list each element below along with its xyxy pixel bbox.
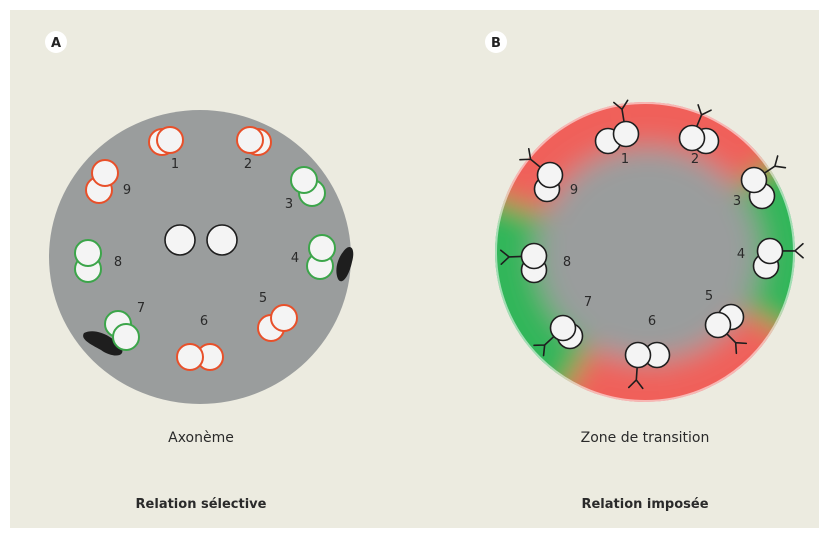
microtubule-doublet [74, 239, 102, 283]
doublet-number: 9 [123, 183, 131, 198]
y-link [725, 332, 748, 355]
doublet-number: 4 [291, 251, 299, 266]
tubule-a [740, 166, 768, 194]
doublet-number: 1 [171, 157, 179, 172]
panel-b-diagram: 1 2 3 4 5 6 7 8 9 B [485, 31, 804, 402]
doublet-number: 8 [563, 255, 571, 270]
doublet-number: 1 [621, 152, 629, 167]
microtubule-doublet [290, 166, 326, 207]
tubule-a [156, 126, 184, 154]
microtubule-doublet [752, 237, 804, 280]
doublet-number: 7 [137, 301, 145, 316]
microtubule-doublet [176, 343, 224, 371]
brush-mark [336, 247, 354, 282]
tubule-a [236, 126, 264, 154]
doublet-number: 3 [285, 197, 293, 212]
tubule-a [74, 239, 102, 267]
microtubule-doublet [704, 303, 748, 355]
y-link [763, 155, 787, 175]
microtubule-doublet [533, 314, 584, 357]
panel-letter: A [51, 36, 61, 51]
doublet-number: 5 [705, 289, 713, 304]
tubule-a [549, 314, 577, 342]
tubule-a [612, 120, 640, 148]
tubule-a [308, 234, 336, 262]
y-link [627, 366, 644, 390]
microtubule-doublet [624, 341, 671, 390]
tubule-a [520, 242, 548, 270]
doublet-number: 2 [244, 157, 252, 172]
microtubule-doublet [236, 126, 272, 156]
zone-rim [495, 102, 795, 402]
doublet-number: 9 [570, 183, 578, 198]
doublet-number: 3 [733, 194, 741, 209]
central-microtubule [206, 224, 238, 256]
y-link [781, 242, 804, 259]
doublet-number: 8 [114, 255, 122, 270]
microtubule-doublet [148, 126, 184, 156]
tubule-a [176, 343, 204, 371]
microtubule-doublet [104, 310, 140, 351]
y-link [519, 147, 542, 169]
tubule-a [678, 124, 706, 152]
y-link [499, 249, 523, 265]
tubule-a [704, 311, 732, 339]
selective-relation-label: Relation sélective [135, 497, 267, 512]
tubule-a [536, 161, 564, 189]
microtubule-doublet [499, 242, 548, 284]
tubule-a [91, 159, 119, 187]
doublet-number: 6 [648, 314, 656, 329]
tubule-a [756, 237, 784, 265]
figure-panel: 1 2 3 4 5 6 7 8 9 A 1 2 3 4 5 6 7 8 9 B Axonème Relation s… [10, 10, 819, 528]
tubule-a [624, 341, 652, 369]
panel-badge [45, 31, 67, 53]
y-link [695, 104, 712, 128]
tubule-a [112, 323, 140, 351]
microtubule-doublet [519, 147, 564, 203]
panel-a-diagram: 1 2 3 4 5 6 7 8 9 A [45, 31, 354, 404]
diagram-canvas: 1 2 3 4 5 6 7 8 9 A 1 2 3 4 5 6 7 8 9 B [45, 31, 804, 404]
brush-mark [83, 331, 123, 356]
microtubule-doublet [678, 104, 720, 155]
tubule-a [270, 304, 298, 332]
central-microtubule [164, 224, 196, 256]
doublet-number: 5 [259, 291, 267, 306]
microtubule-doublet [306, 234, 336, 280]
axoneme-label: Axonème [168, 430, 234, 446]
microtubule-doublet [740, 155, 787, 210]
doublet-number: 4 [737, 247, 745, 262]
transition-zone-label: Zone de transition [580, 430, 710, 446]
microtubule-doublet [257, 304, 298, 342]
microtubule-doublet [85, 159, 119, 204]
doublet-number: 2 [691, 152, 699, 167]
imposed-relation-label: Relation imposée [581, 497, 709, 512]
tubule-a [290, 166, 318, 194]
panel-letter: B [491, 36, 501, 51]
panel-badge [485, 31, 507, 53]
y-link [533, 335, 555, 357]
doublet-number: 6 [200, 314, 208, 329]
y-link [613, 99, 629, 123]
doublet-number: 7 [584, 295, 592, 310]
microtubule-doublet [594, 99, 640, 155]
